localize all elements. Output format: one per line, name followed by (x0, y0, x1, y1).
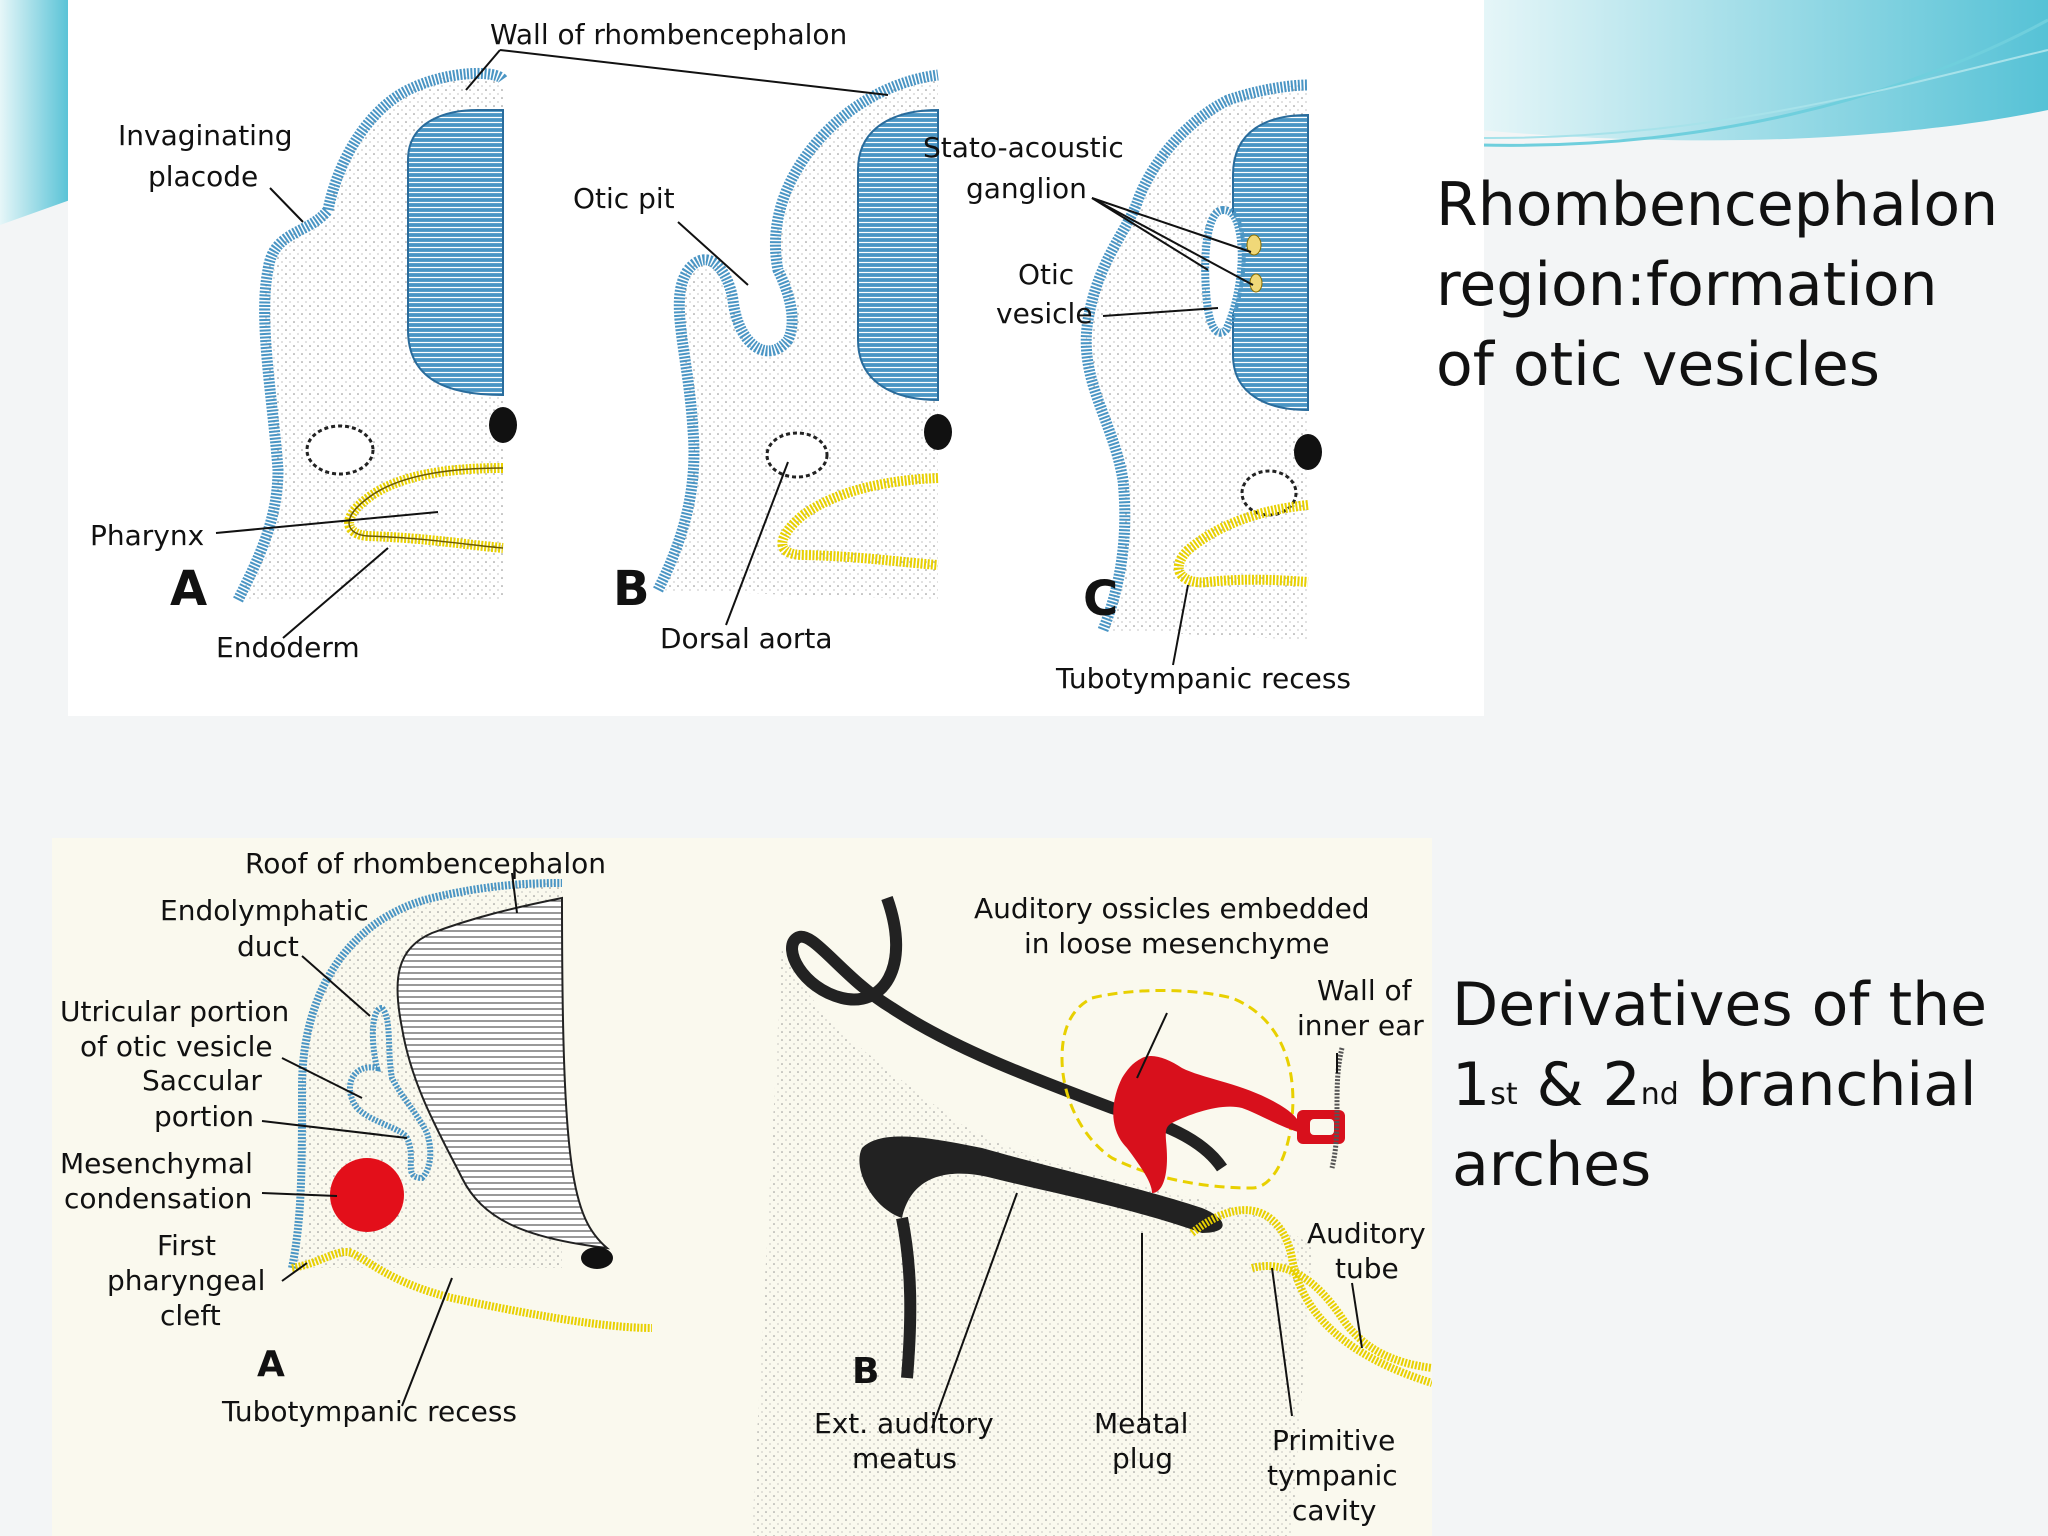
label-ext-auditory: Ext. auditory (814, 1407, 994, 1440)
slide-heading-bottom: Derivatives of the 1st & 2nd branchial a… (1452, 965, 2042, 1205)
panel-letter-c: C (1083, 571, 1118, 627)
left-corner-swoosh (0, 0, 70, 225)
label-pharynx: Pharynx (90, 519, 204, 552)
label-tubotympanic-recess: Tubotympanic recess (1055, 662, 1351, 695)
bottom-panel-letter-a: A (257, 1344, 285, 1385)
label-duct: duct (237, 930, 299, 963)
label-pharyngeal: pharyngeal (107, 1264, 265, 1297)
label-tubotympanic-recess-bottom: Tubotympanic recess (221, 1395, 517, 1428)
label-cavity: cavity (1292, 1494, 1376, 1527)
panel-letter-a: A (170, 561, 207, 617)
label-meatal: Meatal (1094, 1407, 1188, 1440)
label-endolymphatic: Endolymphatic (160, 894, 369, 927)
label-auditory: Auditory (1307, 1217, 1426, 1250)
heading-bottom-line-2: 1st & 2nd branchial (1452, 1045, 2042, 1125)
bottom-panel-b-diagram (752, 895, 1432, 1536)
label-otic: Otic (1018, 258, 1074, 291)
label-placode: placode (148, 160, 258, 193)
label-endoderm: Endoderm (216, 631, 360, 664)
label-tube: tube (1335, 1252, 1399, 1285)
heading-top-line-3: of otic vesicles (1436, 330, 1881, 400)
label-condensation: condensation (64, 1182, 252, 1215)
label-plug: plug (1112, 1442, 1173, 1475)
slide-heading-top: Rhombencephalon region:formation of otic… (1436, 165, 2036, 405)
label-meatus: meatus (852, 1442, 957, 1475)
label-invaginating: Invaginating (118, 119, 292, 152)
label-cleft: cleft (160, 1299, 221, 1332)
label-vesicle: vesicle (996, 297, 1093, 330)
panel-a-diagram (233, 68, 517, 603)
label-roof-of-rhombencephalon: Roof of rhombencephalon (245, 847, 606, 880)
label-utricular-portion: Utricular portion (60, 995, 289, 1028)
right-corner-swoosh (1480, 0, 2048, 141)
bottom-panel-a-diagram (288, 879, 653, 1332)
label-mesenchymal: Mesenchymal (60, 1147, 253, 1180)
ordinal-1: 1 (1452, 1050, 1491, 1120)
label-wall-of: Wall of (1317, 974, 1413, 1007)
branchial-arch-figure: Roof of rhombencephalon Endolymphatic du… (52, 838, 1432, 1536)
label-stato-acoustic: Stato-acoustic (923, 131, 1124, 164)
heading-top-line-1: Rhombencephalon (1436, 170, 1999, 240)
panel-c-diagram (1080, 79, 1322, 640)
ordinal-2: & 2 (1517, 1050, 1641, 1120)
heading-top-line-2: region:formation (1436, 250, 1938, 320)
label-primitive: Primitive (1272, 1424, 1395, 1457)
label-of-otic-vesicle: of otic vesicle (80, 1030, 273, 1063)
label-dorsal-aorta: Dorsal aorta (660, 622, 833, 655)
panel-b-diagram (653, 69, 952, 600)
label-first: First (157, 1229, 216, 1262)
label-otic-pit: Otic pit (573, 182, 675, 215)
label-portion: portion (154, 1100, 254, 1133)
label-tympanic: tympanic (1267, 1459, 1398, 1492)
otic-vesicle-figure: Wall of rhombencephalon Invaginating pla… (68, 0, 1484, 716)
label-loose-mesenchyme: in loose mesenchyme (1024, 927, 1329, 960)
heading-bottom-line-3: arches (1452, 1130, 1652, 1200)
heading-bottom-line-1: Derivatives of the (1452, 970, 1988, 1040)
ordinal-suffix-st: st (1490, 1077, 1518, 1112)
label-ganglion: ganglion (966, 172, 1087, 205)
branchial-word: branchial (1678, 1050, 1977, 1120)
label-inner-ear: inner ear (1297, 1009, 1424, 1042)
ordinal-suffix-nd: nd (1640, 1077, 1679, 1112)
label-wall-of-rhombencephalon: Wall of rhombencephalon (490, 18, 847, 51)
panel-letter-b: B (613, 561, 650, 617)
label-auditory-ossicles: Auditory ossicles embedded (974, 892, 1370, 925)
label-saccular: Saccular (142, 1064, 262, 1097)
bottom-panel-letter-b: B (852, 1351, 879, 1392)
